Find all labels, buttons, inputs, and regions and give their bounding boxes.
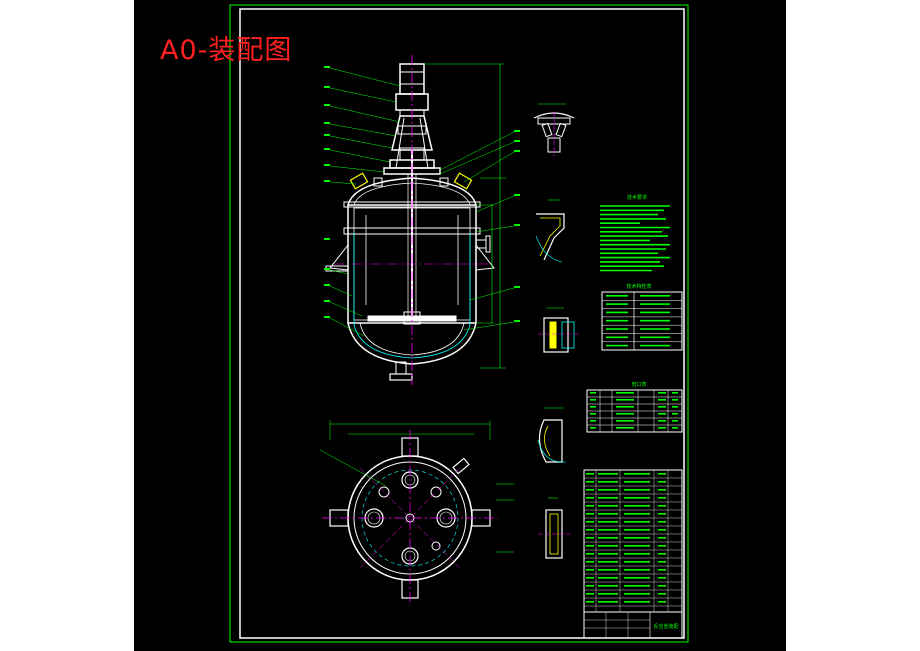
parts-list — [583, 469, 683, 613]
nozzle-table: 管口表 — [586, 381, 683, 433]
tech-characteristics-heading: 技术特性表 — [626, 283, 651, 290]
drawing-title: A0-装配图 — [160, 35, 293, 66]
sheet-frame — [229, 4, 689, 643]
title-block: 反应釜装配 — [583, 611, 683, 639]
drawing-canvas: 技术要求 技术特性表 管口表 — [134, 0, 786, 651]
elevation-view — [324, 55, 520, 385]
plan-view — [319, 420, 514, 606]
detail-views — [533, 103, 578, 559]
technical-requirements: 技术要求 — [600, 194, 670, 272]
assembly-drawing: 技术要求 技术特性表 管口表 — [229, 4, 689, 643]
tech-requirements-heading: 技术要求 — [627, 194, 647, 201]
drawing-name: 反应釜装配 — [653, 623, 678, 630]
nozzle-table-heading: 管口表 — [631, 381, 646, 388]
tech-characteristics-table: 技术特性表 — [601, 283, 683, 351]
